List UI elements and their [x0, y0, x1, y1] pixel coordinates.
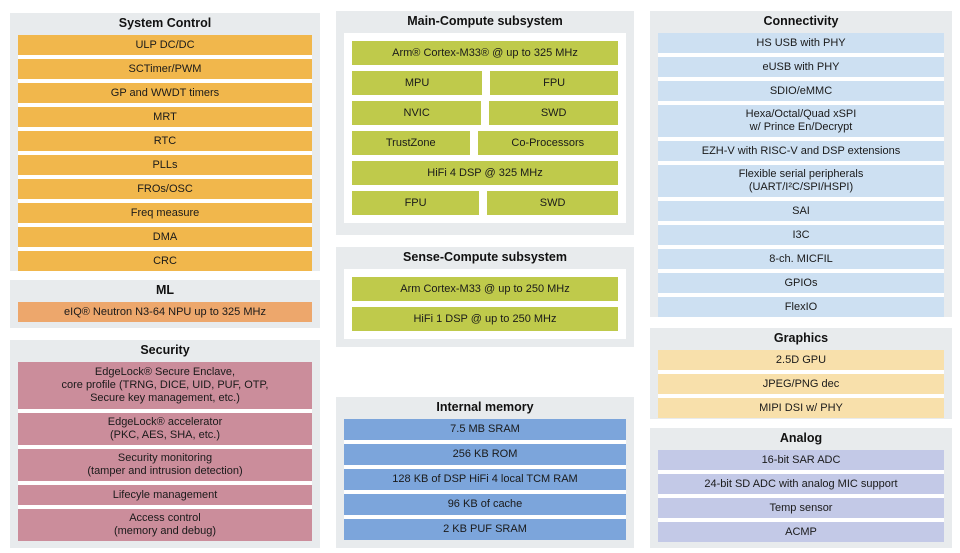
block-sram: 7.5 MB SRAM [344, 419, 626, 440]
block-rtc: RTC [18, 131, 312, 151]
sense-compute-inner: Arm Cortex-M33 @ up to 250 MHz HiFi 1 DS… [344, 269, 626, 339]
block-plls: PLLs [18, 155, 312, 175]
section-main-compute: Main-Compute subsystem Arm® Cortex-M33® … [336, 11, 634, 235]
block-ezh-v: EZH-V with RISC-V and DSP extensions [658, 141, 944, 161]
connectivity-blocks: HS USB with PHY eUSB with PHY SDIO/eMMC … [658, 33, 944, 317]
block-sar-adc: 16-bit SAR ADC [658, 450, 944, 470]
security-blocks: EdgeLock® Secure Enclave, core profile (… [18, 362, 312, 541]
section-title: Connectivity [763, 14, 839, 28]
section-title: Main-Compute subsystem [407, 14, 563, 28]
block-freq-measure: Freq measure [18, 203, 312, 223]
block-acmp: ACMP [658, 522, 944, 542]
main-compute-row: FPU SWD [352, 191, 619, 215]
block-security-monitoring: Security monitoring (tamper and intrusio… [18, 449, 312, 481]
block-fpu-main: FPU [490, 71, 619, 95]
block-gpu: 2.5D GPU [658, 350, 944, 370]
section-title: Analog [779, 431, 823, 445]
block-trustzone: TrustZone [352, 131, 470, 155]
block-dma: DMA [18, 227, 312, 247]
block-cortex-m33-sense: Arm Cortex-M33 @ up to 250 MHz [352, 277, 618, 301]
system-control-blocks: ULP DC/DC SCTimer/PWM GP and WWDT timers… [18, 35, 312, 271]
block-fpu-dsp: FPU [352, 191, 480, 215]
section-title: Security [140, 343, 190, 357]
internal-memory-blocks: 7.5 MB SRAM 256 KB ROM 128 KB of DSP HiF… [344, 419, 626, 540]
section-title: System Control [118, 16, 212, 30]
block-puf-sram: 2 KB PUF SRAM [344, 519, 626, 540]
section-sense-compute: Sense-Compute subsystem Arm Cortex-M33 @… [336, 247, 634, 347]
section-title: Graphics [773, 331, 829, 345]
block-i3c: I3C [658, 225, 944, 245]
block-nvic: NVIC [352, 101, 482, 125]
block-hifi1-dsp: HiFi 1 DSP @ up to 250 MHz [352, 307, 618, 331]
block-sai: SAI [658, 201, 944, 221]
block-edgelock-secure-enclave: EdgeLock® Secure Enclave, core profile (… [18, 362, 312, 409]
section-connectivity: Connectivity HS USB with PHY eUSB with P… [650, 11, 952, 317]
block-flexible-serial: Flexible serial peripherals (UART/I²C/SP… [658, 165, 944, 197]
block-cache: 96 KB of cache [344, 494, 626, 515]
analog-blocks: 16-bit SAR ADC 24-bit SD ADC with analog… [658, 450, 944, 542]
section-analog: Analog 16-bit SAR ADC 24-bit SD ADC with… [650, 428, 952, 548]
section-system-control: System Control ULP DC/DC SCTimer/PWM GP … [10, 13, 320, 271]
block-temp-sensor: Temp sensor [658, 498, 944, 518]
block-mipi-dsi: MIPI DSI w/ PHY [658, 398, 944, 418]
block-tcm-ram: 128 KB of DSP HiFi 4 local TCM RAM [344, 469, 626, 490]
main-compute-row: TrustZone Co-Processors [352, 131, 619, 155]
block-crc: CRC [18, 251, 312, 271]
main-compute-row: NVIC SWD [352, 101, 619, 125]
main-compute-inner: Arm® Cortex-M33® @ up to 325 MHz MPU FPU… [344, 33, 626, 223]
block-ulp-dcdc: ULP DC/DC [18, 35, 312, 55]
block-sctimer-pwm: SCTimer/PWM [18, 59, 312, 79]
block-xspi: Hexa/Octal/Quad xSPI w/ Prince En/Decryp… [658, 105, 944, 137]
block-rom: 256 KB ROM [344, 444, 626, 465]
section-graphics: Graphics 2.5D GPU JPEG/PNG dec MIPI DSI … [650, 328, 952, 419]
section-title: Sense-Compute subsystem [403, 250, 567, 264]
section-internal-memory: Internal memory 7.5 MB SRAM 256 KB ROM 1… [336, 397, 634, 548]
graphics-blocks: 2.5D GPU JPEG/PNG dec MIPI DSI w/ PHY [658, 350, 944, 418]
block-mrt: MRT [18, 107, 312, 127]
block-eiq-neutron-npu: eIQ® Neutron N3-64 NPU up to 325 MHz [18, 302, 312, 322]
block-swd-main: SWD [489, 101, 619, 125]
block-mpu: MPU [352, 71, 483, 95]
section-title: ML [155, 283, 175, 297]
block-gp-wwdt-timers: GP and WWDT timers [18, 83, 312, 103]
block-lifecycle-management: Lifecyle management [18, 485, 312, 505]
block-sdio-emmc: SDIO/eMMC [658, 81, 944, 101]
block-flexio: FlexIO [658, 297, 944, 317]
block-swd-dsp: SWD [487, 191, 619, 215]
ml-blocks: eIQ® Neutron N3-64 NPU up to 325 MHz [18, 302, 312, 322]
block-gpios: GPIOs [658, 273, 944, 293]
block-eusb: eUSB with PHY [658, 57, 944, 77]
block-edgelock-accelerator: EdgeLock® accelerator (PKC, AES, SHA, et… [18, 413, 312, 445]
section-title: Internal memory [436, 400, 534, 414]
block-cortex-m33-main: Arm® Cortex-M33® @ up to 325 MHz [352, 41, 618, 65]
block-micfil: 8-ch. MICFIL [658, 249, 944, 269]
block-sd-adc: 24-bit SD ADC with analog MIC support [658, 474, 944, 494]
block-co-processors: Co-Processors [477, 131, 619, 155]
block-fros-osc: FROs/OSC [18, 179, 312, 199]
block-hifi4-dsp: HiFi 4 DSP @ 325 MHz [352, 161, 618, 185]
block-access-control: Access control (memory and debug) [18, 509, 312, 541]
section-ml: ML eIQ® Neutron N3-64 NPU up to 325 MHz [10, 280, 320, 328]
section-security: Security EdgeLock® Secure Enclave, core … [10, 340, 320, 548]
main-compute-row: MPU FPU [352, 71, 619, 95]
block-jpeg-png-dec: JPEG/PNG dec [658, 374, 944, 394]
block-hs-usb: HS USB with PHY [658, 33, 944, 53]
